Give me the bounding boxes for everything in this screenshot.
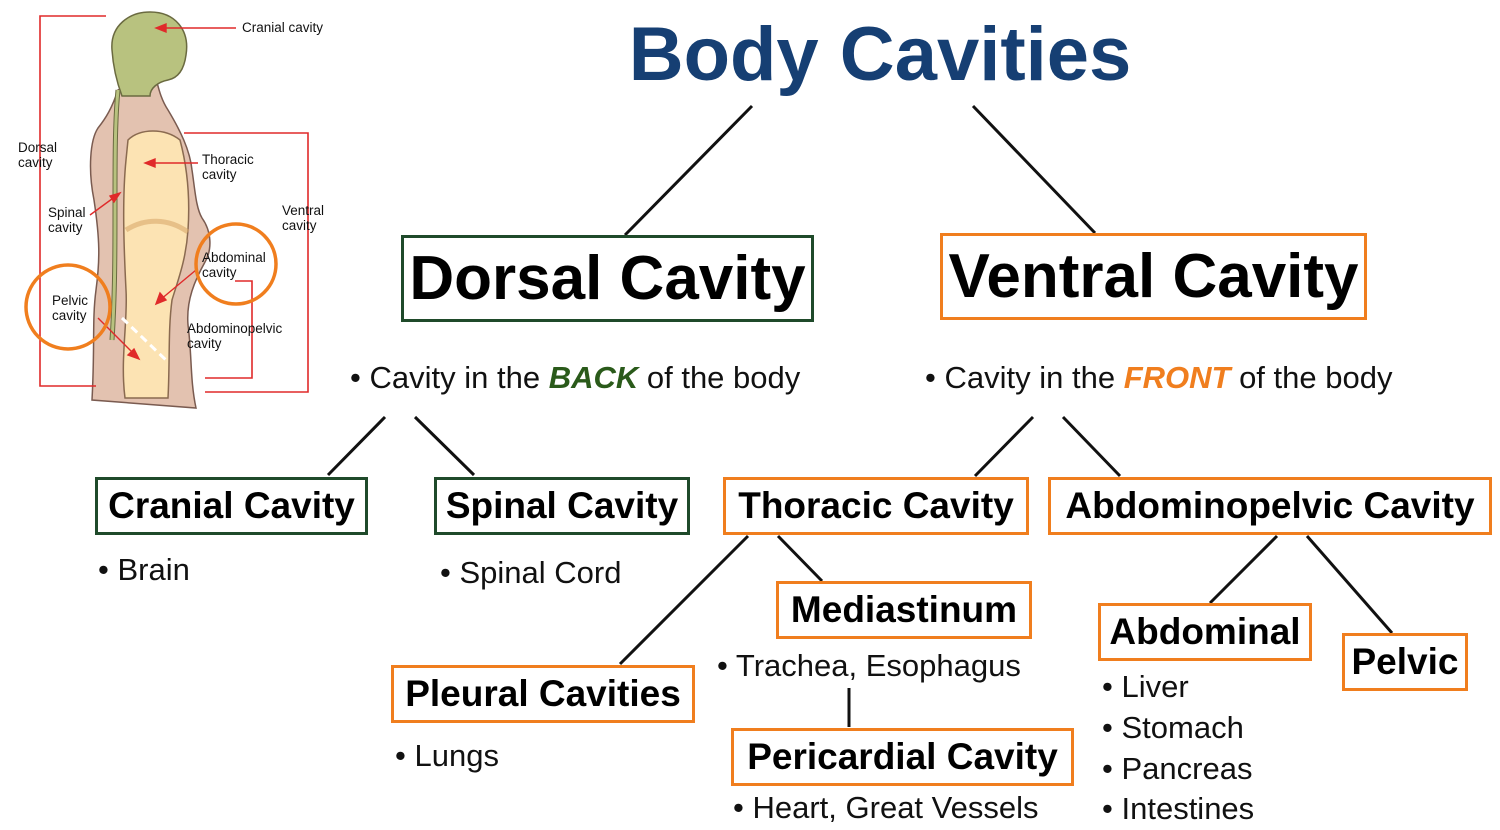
node-pericardial-cavity: Pericardial Cavity [731, 728, 1074, 786]
pelvic-highlight-circle [24, 263, 112, 351]
node-dorsal-cavity: Dorsal Cavity [401, 235, 814, 322]
edge-ventral-thoracic [973, 415, 1035, 478]
node-pelvic: Pelvic [1342, 633, 1468, 691]
edge-abdominopelvic-abdominal [1208, 534, 1279, 605]
node-spinal-cavity: Spinal Cavity [434, 477, 690, 535]
spinal-item: • Spinal Cord [440, 555, 622, 590]
spinal-canal-inner [110, 89, 120, 341]
node-thoracic-cavity: Thoracic Cavity [723, 477, 1029, 535]
cranial-item: • Brain [98, 552, 190, 587]
edge-title-dorsal [623, 104, 754, 237]
diaphragm-line [124, 218, 190, 235]
back-emphasis: BACK [548, 360, 639, 395]
ventral-cavity-shape [122, 130, 190, 399]
pelvic-divider [120, 316, 170, 364]
node-cranial-cavity: Cranial Cavity [95, 477, 368, 535]
ventral-description: • Cavity in the FRONT of the body [925, 360, 1393, 395]
node-ventral-cavity: Ventral Cavity [940, 233, 1367, 320]
dorsal-description: • Cavity in the BACK of the body [350, 360, 801, 395]
abdominal-item-liver: • Liver [1102, 669, 1189, 704]
node-abdominopelvic-cavity: Abdominopelvic Cavity [1048, 477, 1492, 535]
edge-thoracic-mediastinum [776, 534, 824, 583]
abdominal-item-stomach: • Stomach [1102, 710, 1244, 745]
edge-title-ventral [971, 104, 1097, 235]
diagram-title: Body Cavities [628, 12, 1132, 97]
front-emphasis: FRONT [1123, 360, 1231, 395]
abdominal-item-intestines: • Intestines [1102, 791, 1255, 826]
pleural-item: • Lungs [395, 738, 499, 773]
node-abdominal: Abdominal [1098, 603, 1312, 661]
node-mediastinum: Mediastinum [776, 581, 1032, 639]
abdominal-highlight-circle [194, 222, 278, 306]
edge-dorsal-cranial [326, 415, 387, 477]
annotation-brackets [39, 15, 309, 393]
edge-thoracic-pleural [618, 534, 750, 666]
anatomy-illustration [24, 11, 309, 409]
edge-dorsal-spinal [413, 415, 476, 477]
edge-abdominopelvic-pelvic [1305, 535, 1394, 634]
annotation-arrows [89, 22, 236, 361]
abdominal-item-pancreas: • Pancreas [1102, 751, 1253, 786]
label-cranial-cavity: Cranial cavity [242, 20, 324, 35]
head-shape [111, 11, 188, 97]
mediastinum-item: • Trachea, Esophagus [717, 648, 1021, 683]
edge-ventral-abdominopelvic [1061, 415, 1122, 478]
node-pleural-cavities: Pleural Cavities [391, 665, 695, 723]
pericardial-item: • Heart, Great Vessels [733, 790, 1039, 825]
